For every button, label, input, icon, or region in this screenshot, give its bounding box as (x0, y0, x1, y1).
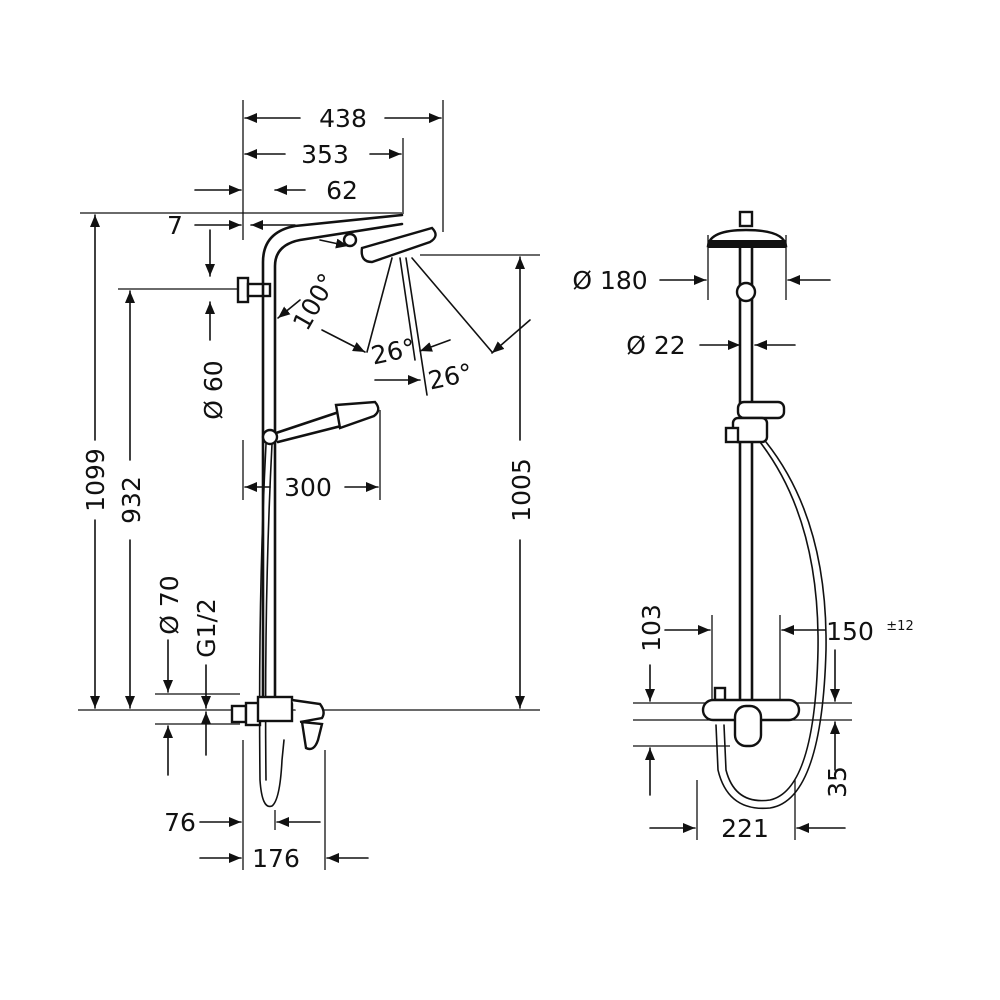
dim-176: 176 (252, 844, 300, 873)
dim-932: 932 (117, 476, 146, 524)
dim-76: 76 (164, 808, 196, 837)
dim-26-deg-b: 26° (426, 358, 475, 396)
shower-column (230, 213, 437, 808)
dim-diameter-180: Ø 180 (572, 266, 647, 295)
dim-62: 62 (326, 176, 358, 205)
dim-150: 150 (826, 617, 874, 646)
dim-diameter-60: Ø 60 (199, 360, 228, 419)
dim-221: 221 (721, 814, 769, 843)
dim-1005: 1005 (507, 458, 536, 522)
front-extension-lines (633, 235, 852, 840)
spray-angle-lines (366, 257, 493, 396)
dim-300: 300 (284, 473, 332, 502)
dim-100-deg: 100° (287, 268, 342, 335)
side-dimension-arrows (90, 113, 531, 863)
front-view: Ø 180 Ø 22 103 150 ±12 35 221 (572, 210, 914, 843)
dim-1099: 1099 (81, 448, 110, 512)
dim-g12-thread: G1/2 (192, 598, 221, 658)
side-view: 438 353 62 7 100° 26° 26° Ø 60 300 1099 … (78, 100, 540, 873)
dim-353: 353 (301, 140, 349, 169)
front-dimension-arrows (645, 275, 846, 833)
dim-150-tolerance: ±12 (886, 619, 913, 634)
dim-diameter-70: Ø 70 (155, 575, 184, 634)
dim-diameter-22: Ø 22 (626, 331, 685, 360)
dim-7: 7 (167, 211, 183, 240)
dim-35: 35 (823, 766, 852, 798)
dim-26-deg-a: 26° (369, 333, 418, 371)
dim-103: 103 (637, 604, 666, 652)
dim-438: 438 (319, 104, 367, 133)
front-shower-column (701, 210, 827, 810)
